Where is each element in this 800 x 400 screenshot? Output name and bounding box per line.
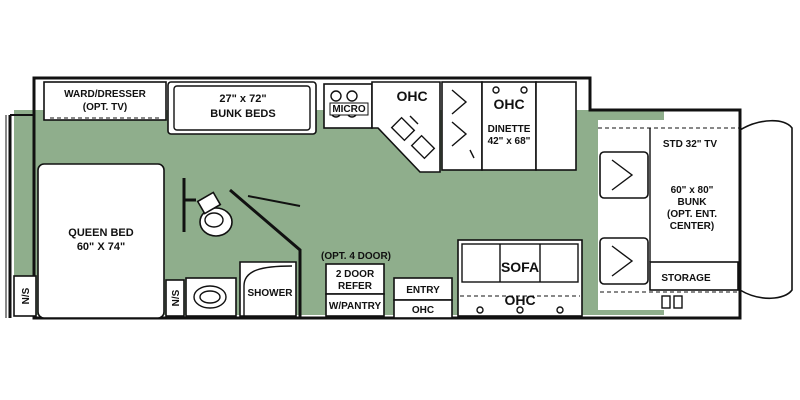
ns-left-label: N/S: [21, 287, 32, 304]
dinette-label: DINETTE: [488, 124, 531, 135]
ward-dresser: [43, 81, 167, 121]
shower: [239, 261, 297, 317]
ns-right-label: N/S: [171, 289, 182, 306]
queen-bed-size: 60" X 74": [77, 241, 125, 253]
sink-icon: [390, 115, 436, 160]
entry-label: ENTRY: [406, 285, 440, 296]
refrigerator: [325, 263, 385, 295]
bunk-beds: [167, 81, 317, 135]
sofa-light-icon: [476, 306, 564, 314]
ward-dresser-label: WARD/DRESSER: [64, 89, 146, 100]
bunk-beds-size: 27" x 72": [219, 93, 266, 105]
storage-area: [649, 261, 739, 291]
toilet-icon: [196, 191, 233, 237]
bath-wall: [182, 178, 302, 318]
refer-label-2: REFER: [338, 281, 373, 292]
bunk-beds-label: BUNK BEDS: [210, 108, 275, 120]
entry-ohc-label: OHC: [412, 305, 434, 316]
sofa-ohc-label: OHC: [504, 292, 535, 308]
cab-outline: [739, 119, 793, 300]
galley-ohc-label: OHC: [396, 88, 427, 104]
cab-seat-bottom: [599, 237, 649, 285]
refer-label-1: 2 DOOR: [336, 269, 375, 280]
bunk-size: 60" x 80": [671, 185, 714, 196]
dinette-seat-icon: [451, 89, 475, 159]
bath-sink-icon: [193, 285, 227, 309]
cab-seat-top: [599, 151, 649, 199]
nightstand-left: [13, 275, 37, 317]
pantry: [325, 293, 385, 317]
dinette-seat-left: [441, 81, 483, 171]
sofa: [457, 239, 583, 317]
bunk-label: BUNK: [678, 197, 708, 208]
std-tv-label: STD 32" TV: [663, 139, 718, 150]
vent-icon: [492, 86, 528, 94]
queen-bed-label: QUEEN BED: [68, 227, 133, 239]
ward-dresser-sub: (OPT. TV): [83, 102, 127, 113]
bunk-opt-2: CENTER): [670, 221, 714, 232]
nightstand-right: [165, 279, 185, 317]
opt-4-door-label: (OPT. 4 DOOR): [321, 251, 391, 262]
pantry-label: W/PANTRY: [329, 301, 382, 312]
dinette-seat-right: [535, 81, 577, 171]
queen-bed: [37, 163, 165, 319]
outlet-icon: [661, 295, 683, 309]
entry-ohc: [393, 299, 453, 319]
bunk-opt-1: (OPT. ENT.: [667, 209, 717, 220]
exterior-wall: [32, 76, 742, 320]
galley-counter: [371, 81, 441, 173]
micro-label: MICRO: [332, 104, 366, 115]
shower-label: SHOWER: [248, 288, 294, 299]
dinette-ohc-label: OHC: [493, 96, 524, 112]
storage-label: STORAGE: [661, 273, 711, 284]
sofa-label: SOFA: [501, 259, 539, 275]
dinette-size: 42" x 68": [488, 136, 531, 147]
